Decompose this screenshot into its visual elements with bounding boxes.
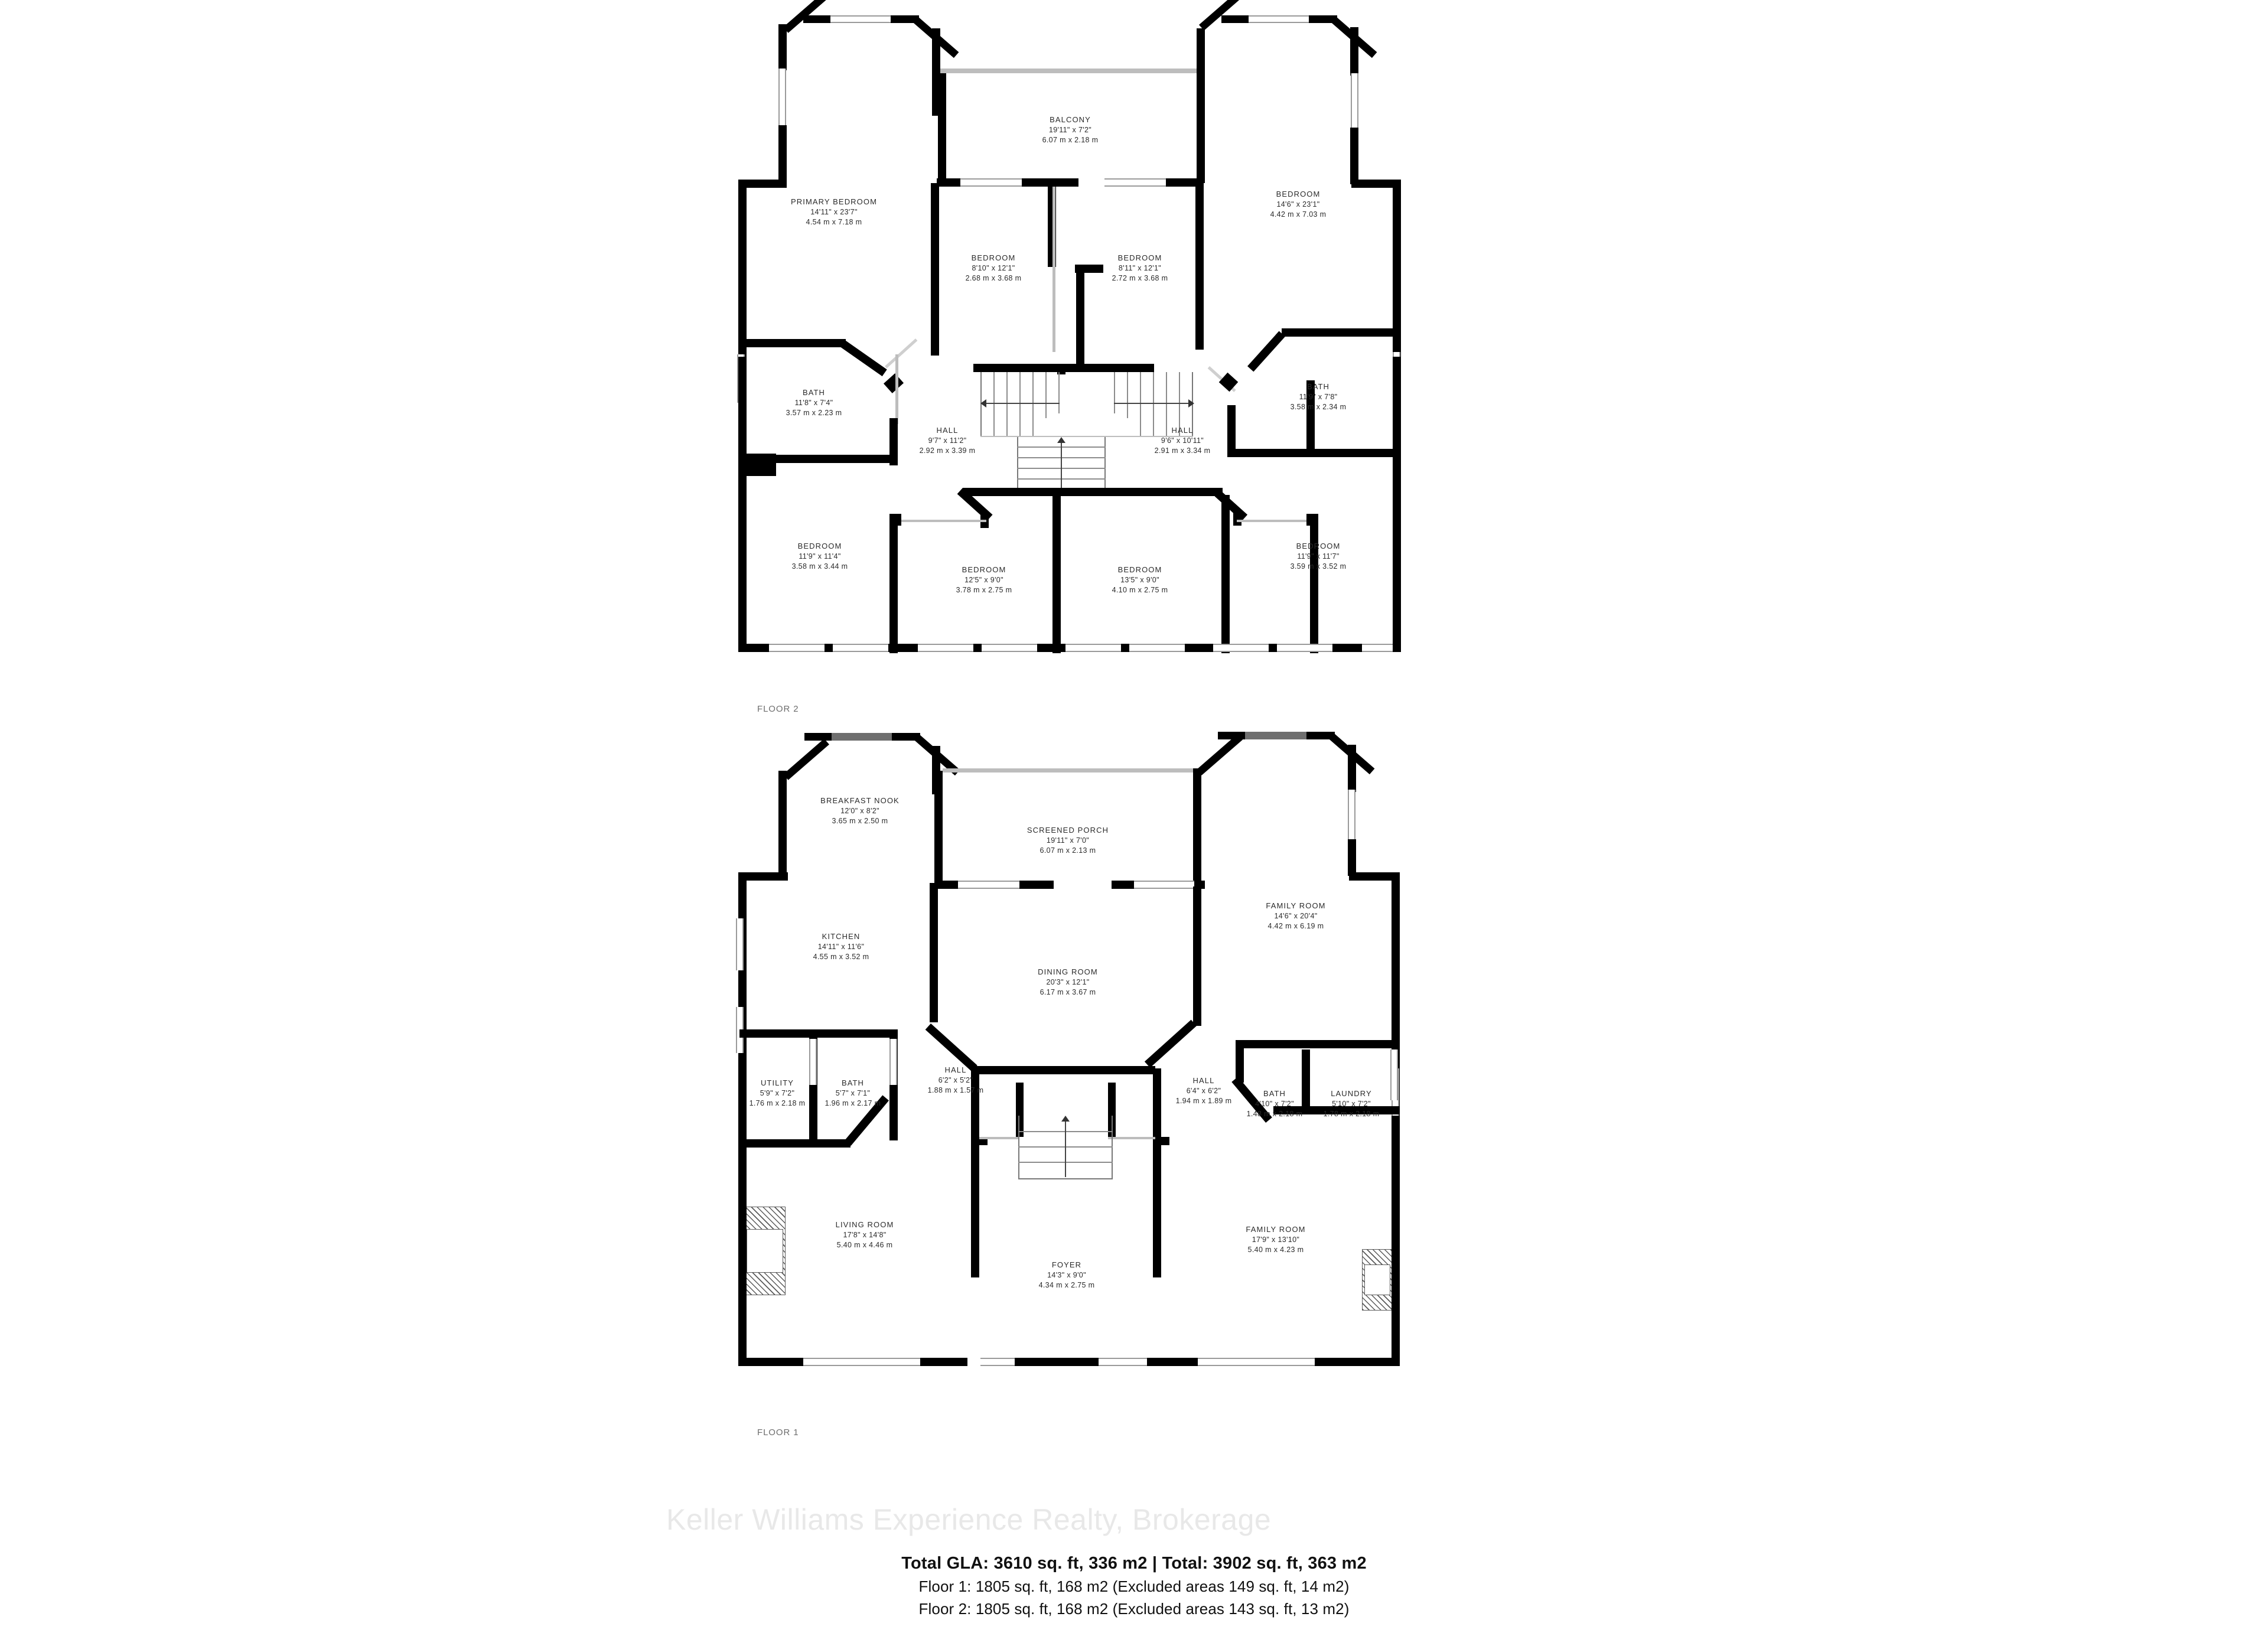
floor-2-area-line: Floor 2: 1805 sq. ft, 168 m2 (Excluded a… <box>918 1599 1350 1618</box>
stair-flight-center <box>1017 437 1106 489</box>
total-gla-line: Total GLA: 3610 sq. ft, 336 m2 | Total: … <box>901 1554 1367 1573</box>
room-label: HALL 6'2" x 5'2" 1.88 m x 1.57 m <box>927 1065 984 1095</box>
room-label: DINING ROOM 20'3" x 12'1" 6.17 m x 3.67 … <box>1038 967 1098 997</box>
floor-plan-floor-1: BREAKFAST NOOK 12'0" x 8'2" 3.65 m x 2.5… <box>726 723 1571 1432</box>
room-label: BATH 5'7" x 7'1" 1.96 m x 2.17 m <box>825 1078 881 1108</box>
room-label: FOYER 14'3" x 9'0" 4.34 m x 2.75 m <box>1038 1260 1095 1290</box>
room-label: LAUNDRY 5'10" x 7'2" 1.78 m x 2.18 m <box>1323 1089 1380 1119</box>
floor-1-area-line: Floor 1: 1805 sq. ft, 168 m2 (Excluded a… <box>918 1577 1350 1596</box>
room-label: FAMILY ROOM 14'6" x 20'4" 4.42 m x 6.19 … <box>1266 901 1326 931</box>
room-label: BEDROOM 8'11" x 12'1" 2.72 m x 3.68 m <box>1112 253 1168 283</box>
room-label: BEDROOM 12'5" x 9'0" 3.78 m x 2.75 m <box>956 565 1012 595</box>
stair-flight-left <box>980 372 1069 437</box>
room-label: BATH 4'10" x 7'2" 1.48 m x 2.18 m <box>1246 1089 1303 1119</box>
room-label: BATH 11'9" x 7'8" 3.58 m x 2.34 m <box>1290 382 1347 412</box>
brokerage-watermark: Keller Williams Experience Realty, Broke… <box>666 1503 1272 1536</box>
area-summary: Total GLA: 3610 sq. ft, 336 m2 | Total: … <box>0 1551 2268 1620</box>
floor-plan-floor-2: BALCONY 19'11" x 7'2" 6.07 m x 2.18 m PR… <box>726 0 1571 708</box>
room-label: FAMILY ROOM 17'9" x 13'10" 5.40 m x 4.23… <box>1246 1225 1306 1254</box>
room-label: BATH 11'8" x 7'4" 3.57 m x 2.23 m <box>786 388 842 418</box>
room-label: HALL 9'6" x 10'11" 2.91 m x 3.34 m <box>1154 426 1211 455</box>
room-label: KITCHEN 14'11" x 11'6" 4.55 m x 3.52 m <box>813 932 869 961</box>
stair-flight-foyer <box>1018 1116 1113 1179</box>
room-label: UTILITY 5'9" x 7'2" 1.76 m x 2.18 m <box>749 1078 806 1108</box>
floor-2-caption: FLOOR 2 <box>757 704 799 714</box>
room-label: BEDROOM 8'10" x 12'1" 2.68 m x 3.68 m <box>965 253 1022 283</box>
room-label: BEDROOM 14'6" x 23'1" 4.42 m x 7.03 m <box>1270 190 1327 219</box>
room-label: BEDROOM 11'9" x 11'7" 3.59 m x 3.52 m <box>1290 542 1347 571</box>
room-label: PRIMARY BEDROOM 14'11" x 23'7" 4.54 m x … <box>790 197 878 227</box>
room-label: SCREENED PORCH 19'11" x 7'0" 6.07 m x 2.… <box>1027 826 1109 855</box>
room-label: BEDROOM 13'5" x 9'0" 4.10 m x 2.75 m <box>1112 565 1168 595</box>
room-label: BEDROOM 11'9" x 11'4" 3.58 m x 3.44 m <box>791 542 848 571</box>
room-label: HALL 6'4" x 6'2" 1.94 m x 1.89 m <box>1175 1076 1232 1106</box>
room-label: HALL 9'7" x 11'2" 2.92 m x 3.39 m <box>919 426 976 455</box>
room-label: BREAKFAST NOOK 12'0" x 8'2" 3.65 m x 2.5… <box>820 796 900 826</box>
floor-1-caption: FLOOR 1 <box>757 1427 799 1438</box>
room-label: BALCONY 19'11" x 7'2" 6.07 m x 2.18 m <box>1042 115 1099 145</box>
room-label: LIVING ROOM 17'8" x 14'8" 5.40 m x 4.46 … <box>835 1220 894 1250</box>
